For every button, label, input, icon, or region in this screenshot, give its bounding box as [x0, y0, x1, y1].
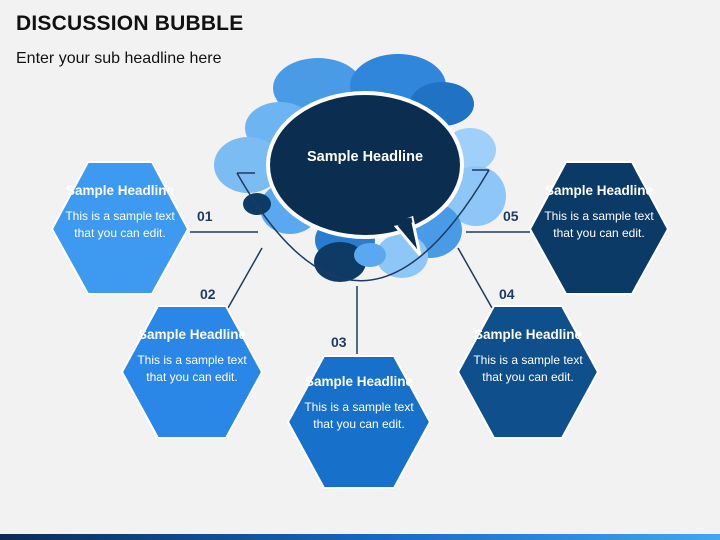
- item-05-body: This is a sample text that you can edit.: [544, 209, 654, 240]
- item-01: Sample Headline This is a sample text th…: [61, 181, 179, 242]
- item-02-headline: Sample Headline: [137, 327, 247, 342]
- hexagon-01: [50, 161, 190, 295]
- hexagon-04: [456, 305, 600, 439]
- item-03-headline: Sample Headline: [304, 374, 414, 389]
- item-02-number: 02: [200, 286, 216, 302]
- item-03-number: 03: [331, 334, 347, 350]
- hexagon-02: [120, 305, 264, 439]
- item-04-headline: Sample Headline: [473, 327, 583, 342]
- item-01-body: This is a sample text that you can edit.: [65, 209, 175, 240]
- item-04-number: 04: [499, 286, 515, 302]
- center-headline: Sample Headline: [306, 149, 424, 165]
- connector-lines: [190, 169, 530, 354]
- page-title: DISCUSSION BUBBLE: [16, 12, 244, 35]
- bottom-accent-bar: [0, 534, 720, 540]
- center-speech-bubble: [266, 91, 464, 256]
- item-05-headline: Sample Headline: [544, 183, 654, 198]
- hexagon-05: [528, 161, 670, 295]
- item-04: Sample Headline This is a sample text th…: [469, 325, 587, 386]
- item-02-body: This is a sample text that you can edit.: [137, 353, 247, 384]
- hexagon-03: [286, 355, 432, 489]
- page-subtitle: Enter your sub headline here: [16, 50, 222, 67]
- item-01-headline: Sample Headline: [65, 183, 175, 198]
- item-03: Sample Headline This is a sample text th…: [300, 372, 418, 433]
- item-02: Sample Headline This is a sample text th…: [133, 325, 251, 386]
- item-05: Sample Headline This is a sample text th…: [540, 181, 658, 242]
- item-05-number: 05: [503, 208, 519, 224]
- item-01-number: 01: [197, 208, 213, 224]
- item-04-body: This is a sample text that you can edit.: [473, 353, 583, 384]
- item-03-body: This is a sample text that you can edit.: [304, 400, 414, 431]
